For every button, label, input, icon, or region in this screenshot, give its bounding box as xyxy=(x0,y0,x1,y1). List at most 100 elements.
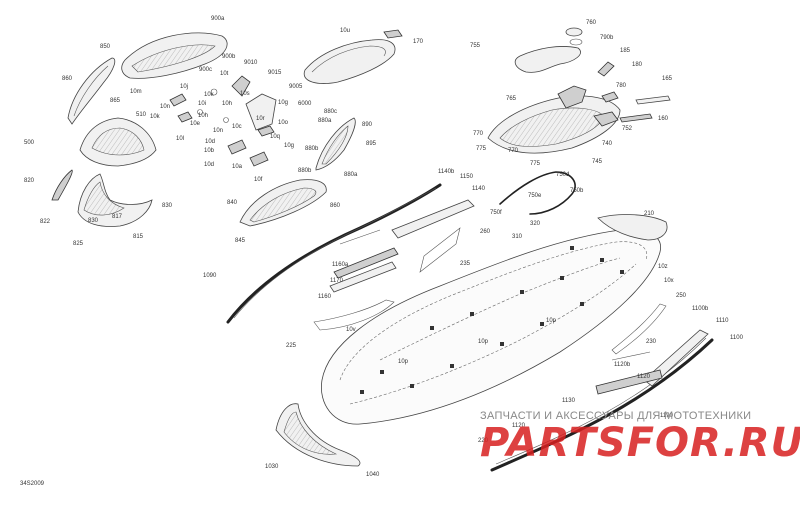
callout-10i: 10i xyxy=(198,101,206,107)
ring-790b xyxy=(569,38,583,46)
callout-1130: 1130 xyxy=(562,398,576,404)
callout-820: 820 xyxy=(24,178,35,184)
callout-10e: 10e xyxy=(190,121,201,127)
callout-880b: 880b xyxy=(305,146,319,152)
callout-755: 755 xyxy=(470,43,481,49)
callout-10x: 10x xyxy=(664,278,674,284)
callout-10h: 10h xyxy=(222,101,232,107)
callout-740: 740 xyxy=(602,141,613,147)
rub-rail-mid xyxy=(333,247,399,279)
callout-825: 825 xyxy=(73,241,84,247)
rub-rail-lower xyxy=(329,261,397,293)
callout-500: 500 xyxy=(24,140,35,146)
callout-890: 890 xyxy=(362,122,373,128)
callout-780: 780 xyxy=(616,83,627,89)
callout-10o: 10o xyxy=(278,120,289,126)
callout-9005: 9005 xyxy=(289,84,303,90)
callout-10d_b: 10d xyxy=(204,162,214,168)
bar-160 xyxy=(619,113,653,123)
callout-165: 165 xyxy=(662,76,673,82)
left-side-trim-820 xyxy=(51,169,73,201)
callout-1160: 1160 xyxy=(318,294,332,300)
callout-510: 510 xyxy=(136,112,147,118)
callout-750d: 750d xyxy=(556,172,569,178)
callout-10p_b: 10p xyxy=(478,339,489,345)
callout-880b_b: 880b xyxy=(298,168,312,174)
callout-10r: 10r xyxy=(256,116,265,122)
clip-cluster xyxy=(169,75,277,167)
callout-10h_b: 10h xyxy=(198,113,208,119)
rear-plate xyxy=(514,46,581,73)
callout-10a: 10a xyxy=(232,164,243,170)
document-code: 34S2009 xyxy=(20,481,45,487)
callout-225: 225 xyxy=(286,343,297,349)
callout-770: 770 xyxy=(473,131,484,137)
callout-9015: 9015 xyxy=(268,70,282,76)
callout-1120b: 1120b xyxy=(614,362,631,368)
callout-10g: 10g xyxy=(284,143,294,149)
callout-1100b: 1100b xyxy=(692,306,709,312)
callout-10u: 10u xyxy=(340,28,350,34)
callout-1120: 1120 xyxy=(637,374,651,380)
bracket-780 xyxy=(601,91,619,103)
callout-10n: 10n xyxy=(160,104,170,110)
callout-10v: 10v xyxy=(346,327,356,333)
callout-775b: 775 xyxy=(530,161,541,167)
callout-6000: 6000 xyxy=(298,101,312,107)
cable-750 xyxy=(499,171,576,215)
callout-745: 745 xyxy=(592,159,603,165)
callout-10z: 10z xyxy=(658,264,668,270)
callout-10n_b: 10n xyxy=(213,128,223,134)
callout-10p: 10p xyxy=(546,318,557,324)
callout-775: 775 xyxy=(476,146,487,152)
callout-10k_a: 10k xyxy=(204,92,215,98)
rear-top-panel xyxy=(597,214,668,241)
callout-830b: 830 xyxy=(162,203,173,209)
callout-765: 765 xyxy=(506,96,517,102)
callout-865: 865 xyxy=(110,98,121,104)
callout-822: 822 xyxy=(40,219,51,225)
callout-790b: 790b xyxy=(600,35,614,41)
callout-1140: 1140 xyxy=(472,186,486,192)
callout-320: 320 xyxy=(530,221,541,227)
callout-10d: 10d xyxy=(205,139,215,145)
callout-10m: 10m xyxy=(130,89,142,95)
callout-1110: 1110 xyxy=(716,318,729,324)
bar-165 xyxy=(635,95,671,105)
callout-160: 160 xyxy=(658,116,669,122)
callout-10t: 10t xyxy=(220,71,229,77)
callout-250: 250 xyxy=(676,293,687,299)
bracket-180 xyxy=(597,61,615,77)
callout-10l: 10l xyxy=(176,136,184,142)
callout-850: 850 xyxy=(100,44,111,50)
callout-880a: 880a xyxy=(318,118,332,124)
callout-840: 840 xyxy=(227,200,238,206)
callout-9010: 9010 xyxy=(244,60,258,66)
callout-180: 180 xyxy=(632,62,643,68)
callout-770b: 770 xyxy=(508,148,519,154)
callout-230: 230 xyxy=(646,339,657,345)
callout-830: 830 xyxy=(88,218,99,224)
callout-817: 817 xyxy=(112,214,123,220)
callout-1170: 1170 xyxy=(330,278,344,284)
callout-220: 220 xyxy=(478,438,489,444)
callout-900c: 900c xyxy=(199,67,212,73)
hull-body xyxy=(320,229,661,425)
side-panel-230 xyxy=(611,303,667,355)
rub-rail-right-lower xyxy=(595,369,663,395)
callout-labels: 900a900b900c901090159005600085086086510m… xyxy=(24,16,744,478)
callout-10f: 10f xyxy=(254,177,263,183)
callout-1140b: 1140b xyxy=(438,169,455,175)
callout-10b: 10b xyxy=(204,148,215,154)
cap-760 xyxy=(565,27,583,37)
hull-fasteners xyxy=(360,246,624,394)
callout-1030: 1030 xyxy=(265,464,279,470)
callout-1090: 1090 xyxy=(203,273,217,279)
callout-310: 310 xyxy=(512,234,523,240)
callout-1040: 1040 xyxy=(366,472,380,478)
callout-10j: 10j xyxy=(180,84,188,90)
callout-10s: 10s xyxy=(240,91,250,97)
callout-760: 760 xyxy=(586,20,597,26)
callout-900a: 900a xyxy=(211,16,225,22)
callout-185: 185 xyxy=(620,48,631,54)
